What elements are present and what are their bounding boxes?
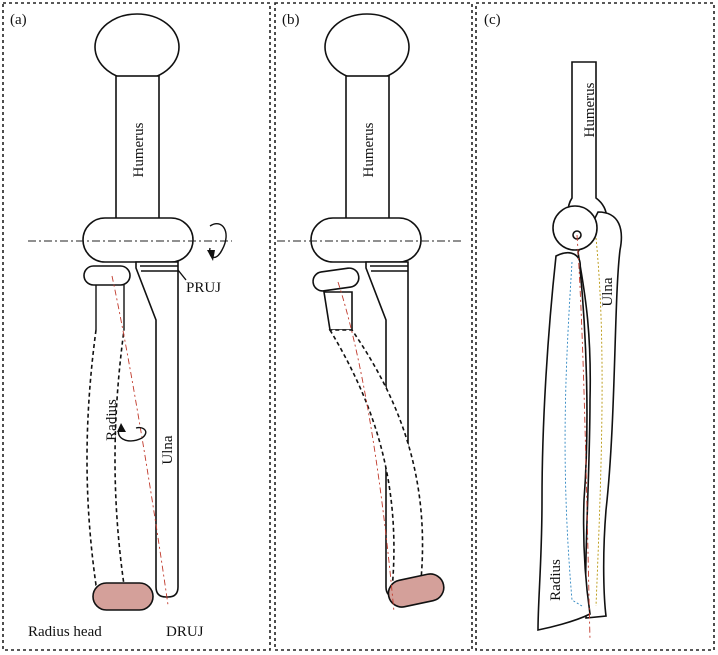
humerus-condyle (310, 217, 422, 263)
panel-a-frame (2, 2, 271, 651)
radius-axis-dotted (564, 261, 583, 607)
pruj-leader (177, 269, 187, 281)
radius-shaft-dashed (86, 329, 125, 586)
radius-rotation-axis (111, 275, 169, 606)
rotation-arrow-icon (117, 423, 147, 442)
humerus-label: Humerus (361, 122, 377, 177)
panel-b: (b) Humerus (274, 2, 473, 651)
rotation-arrow-icon (207, 223, 227, 261)
panel-c-label: (c) (484, 12, 501, 28)
radius-neck (323, 291, 353, 331)
humerus-condyle (552, 205, 598, 251)
humerus-shaft (345, 75, 390, 225)
radius-label: Radius (548, 559, 564, 601)
ulna-bone (577, 211, 623, 619)
humerus-condyle (82, 217, 194, 263)
panel-a: (a) Humerus Ulna PRUJ Radius (2, 2, 271, 651)
radius-proximal-cap (312, 267, 360, 292)
radius-rotation-axis (337, 281, 395, 613)
pruj-label: PRUJ (186, 280, 221, 296)
radius-proximal-cap (83, 265, 131, 286)
ulna-label: Ulna (600, 277, 616, 307)
ulna-label: Ulna (160, 435, 176, 465)
humerus-head (94, 13, 180, 81)
druj-label: DRUJ (166, 624, 204, 640)
humerus-shaft (115, 75, 160, 225)
panel-b-label: (b) (282, 12, 300, 28)
radius-head-label: Radius head (28, 624, 102, 640)
humerus-head (324, 13, 410, 81)
ulna-axis-dotted (595, 237, 603, 607)
panel-c: (c) Humerus Ulna Radius (475, 2, 715, 651)
radius-shaft-dashed (328, 329, 424, 591)
ulna-bone (135, 261, 179, 598)
humerus-label: Humerus (582, 82, 598, 137)
radius-label: Radius (104, 399, 120, 441)
panel-c-frame (475, 2, 715, 651)
radius-head (387, 573, 445, 608)
panel-b-frame (274, 2, 473, 651)
radius-head (92, 582, 154, 611)
humerus-label: Humerus (131, 122, 147, 177)
radius-neck (95, 285, 125, 330)
radius-bone (537, 252, 591, 631)
panel-a-label: (a) (10, 12, 27, 28)
radius-rotation-axis (576, 234, 591, 641)
